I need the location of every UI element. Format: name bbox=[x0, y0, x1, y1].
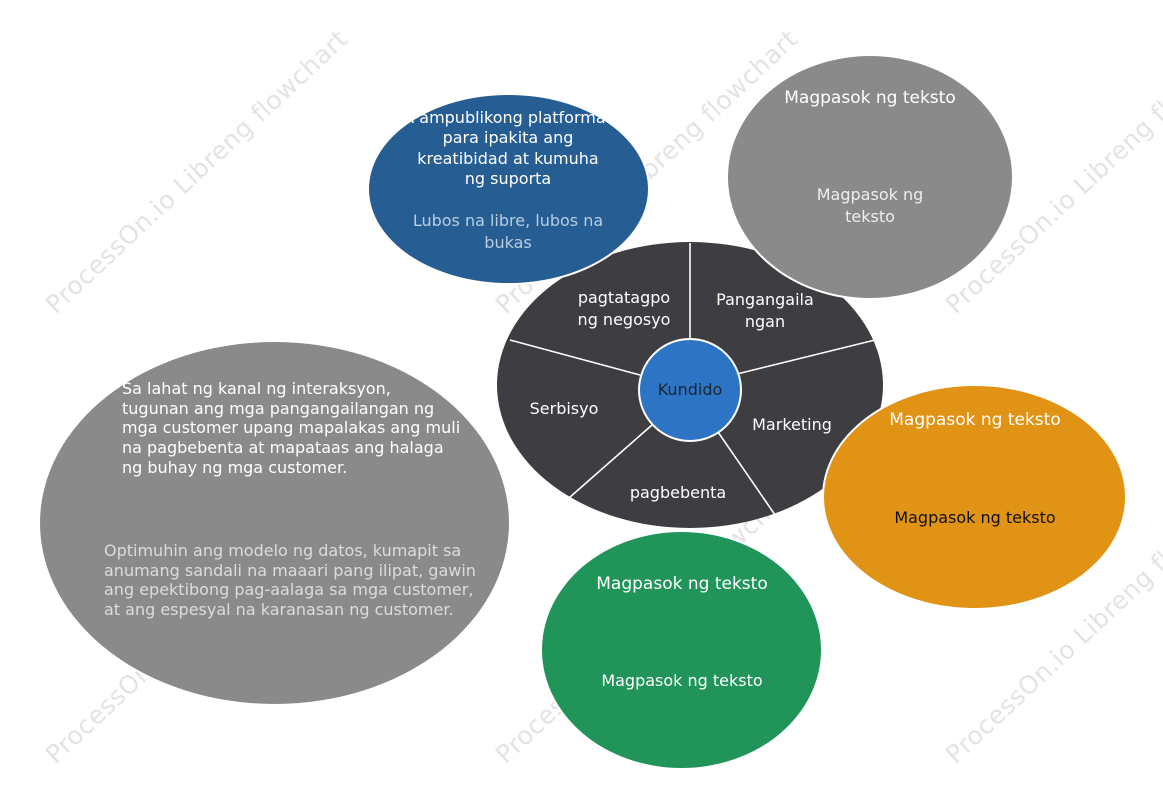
center-label: Kundido bbox=[657, 380, 723, 399]
segment-label-pagtatagpo: pagtatagpo ng negosyo bbox=[577, 288, 671, 329]
bubble-green-body: Magpasok ng teksto bbox=[601, 671, 763, 690]
wheel-divider bbox=[509, 339, 641, 376]
segment-label-pangangailangan: Pangangaila ngan bbox=[716, 290, 814, 331]
bubble-gray-top-title: Magpasok ng teksto bbox=[784, 88, 956, 108]
wheel-divider bbox=[732, 339, 876, 376]
bubble-gray-left bbox=[38, 340, 511, 706]
bubble-gray-left-title: Sa lahat ng kanal ng interaksyon, tuguna… bbox=[122, 379, 461, 477]
wheel-divider bbox=[560, 424, 653, 506]
bubble-orange-body: Magpasok ng teksto bbox=[894, 508, 1056, 527]
segment-label-serbisyo: Serbisyo bbox=[529, 399, 599, 418]
center-circle bbox=[638, 338, 742, 442]
segment-label-pagbebenta: pagbebenta bbox=[629, 483, 727, 502]
bubble-blue bbox=[367, 93, 650, 285]
bubble-orange bbox=[822, 384, 1127, 610]
bubble-gray-left-body: Optimuhin ang modelo ng datos, kumapit s… bbox=[104, 541, 476, 620]
bubble-gray-top bbox=[726, 54, 1014, 300]
bubble-blue-title: Pampublikong platforma para ipakita ang … bbox=[410, 108, 606, 188]
bubble-green-title: Magpasok ng teksto bbox=[596, 574, 768, 594]
bubble-gray-top-body: Magpasok ng teksto bbox=[816, 185, 924, 227]
bubble-orange-title: Magpasok ng teksto bbox=[889, 410, 1061, 430]
bubble-green bbox=[540, 530, 823, 770]
bubble-blue-body: Lubos na libre, lubos na bukas bbox=[412, 211, 604, 253]
wheel-divider bbox=[717, 431, 783, 526]
segment-label-marketing: Marketing bbox=[752, 415, 832, 434]
